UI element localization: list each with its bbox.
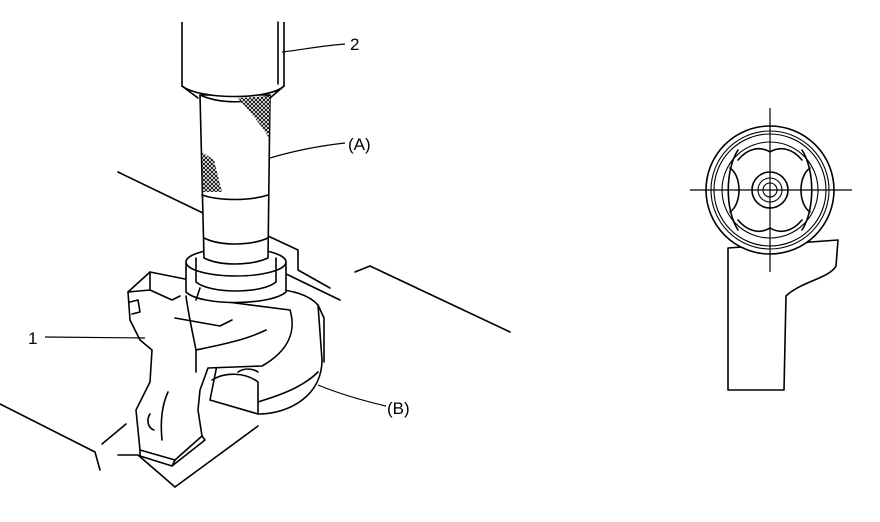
label-tool-a: (A) — [348, 135, 371, 154]
leader-b — [317, 384, 387, 407]
socket-2 — [181, 21, 285, 99]
leader-1 — [44, 336, 146, 339]
leader-2 — [281, 43, 346, 53]
label-part-2: 2 — [350, 35, 359, 54]
bracket-side — [727, 239, 839, 391]
label-tool-b: (B) — [387, 399, 410, 418]
leader-a — [269, 142, 346, 159]
alignment-view — [690, 108, 852, 391]
shaft-a — [199, 94, 271, 265]
assembly-illustration: 2 (A) 1 (B) — [0, 21, 511, 488]
work-surface — [0, 171, 511, 488]
label-part-1: 1 — [28, 329, 37, 348]
holder-1 — [127, 271, 293, 467]
